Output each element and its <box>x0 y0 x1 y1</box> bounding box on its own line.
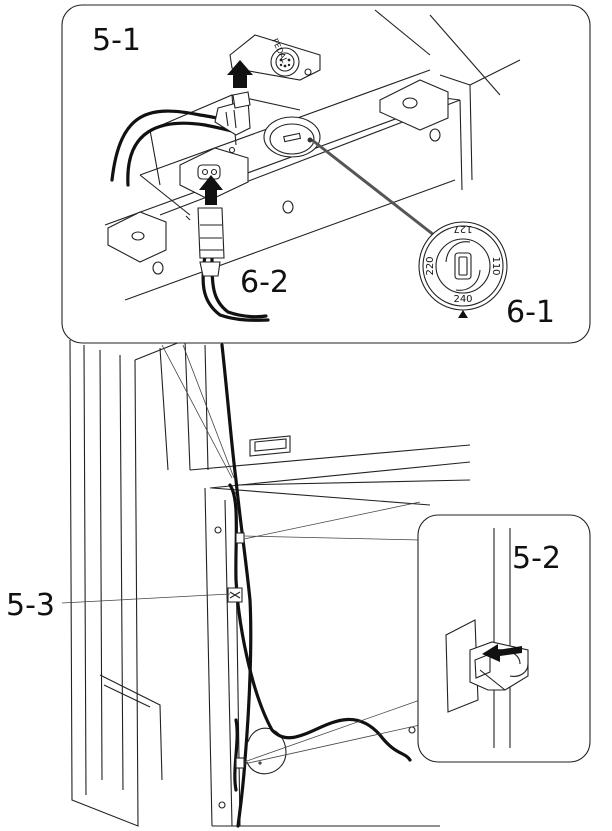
voltage-value-220: 220 <box>425 256 436 275</box>
top-detail-illustration <box>104 9 521 301</box>
voltage-value-240: 240 <box>453 294 472 305</box>
cable-clip-upper <box>235 532 245 544</box>
piano-body-illustration <box>69 339 471 827</box>
callout-lines-top <box>161 344 235 479</box>
voltage-selector-knob: 127 110 240 220 <box>418 221 508 318</box>
arrow-up-power-icon <box>199 175 223 205</box>
step-label-5-2: 5-2 <box>512 541 561 576</box>
cable-clip-middle <box>227 587 243 603</box>
pedal-cable <box>110 91 251 187</box>
arrow-left-icon <box>482 644 522 662</box>
cable-clip-lower <box>235 757 245 769</box>
step-label-5-1: 5-1 <box>92 23 141 58</box>
arrow-up-icon <box>227 60 253 88</box>
cable-lower <box>220 343 412 828</box>
voltage-value-110: 110 <box>490 256 501 275</box>
callout-lines-5-2 <box>243 501 421 765</box>
step-label-5-3: 5-3 <box>6 588 55 623</box>
voltage-value-127: 127 <box>453 223 472 234</box>
power-cable <box>197 207 270 322</box>
triangle-pointer-icon <box>458 310 468 318</box>
step-label-6-1: 6-1 <box>506 295 555 330</box>
leader-5-3 <box>61 593 231 604</box>
detail-box-5-2 <box>417 514 591 763</box>
step-label-6-2: 6-2 <box>240 265 289 300</box>
